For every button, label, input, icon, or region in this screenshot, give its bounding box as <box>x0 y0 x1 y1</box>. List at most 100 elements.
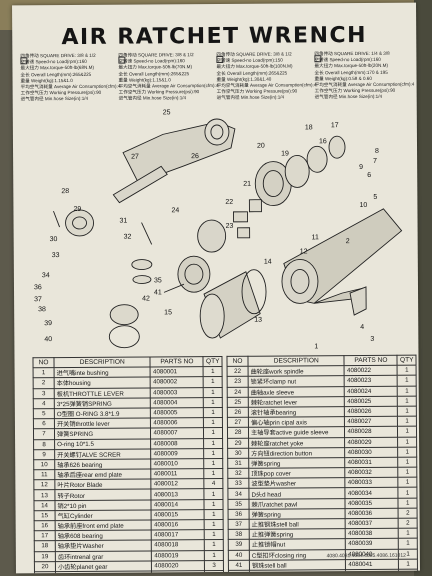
part-qty: 2 <box>398 507 418 519</box>
part-description: 轴承垫片Washer <box>55 540 152 552</box>
part-number-index: 30 <box>227 447 249 459</box>
spec-line: 进气管内径 Min.hose Size(in):1/4 <box>20 96 89 102</box>
checkbox-square-icon <box>314 55 322 63</box>
diagram-part-label: 23 <box>226 223 234 230</box>
part-description: 滚针轴承bearing <box>248 406 345 418</box>
part-code: 4080021 <box>151 570 205 574</box>
part-number-index: 17 <box>34 530 56 542</box>
part-qty: 1 <box>204 519 224 530</box>
part-code: 4080028 <box>344 426 398 438</box>
part-description: D头d head <box>248 488 346 499</box>
diagram-part-label: 33 <box>52 252 60 259</box>
part-description: 棘轮ratchet lever <box>248 396 345 408</box>
part-description: 钢珠stell ball <box>249 569 346 574</box>
diagram-part-label: 2 <box>346 238 350 245</box>
part-qty: 1 <box>204 448 223 459</box>
part-number-index: 7 <box>33 428 55 440</box>
part-description: 齿轮销Pin <box>55 570 152 574</box>
spec-line: 进气管内径 Min.hose Size(in):1/4 <box>216 94 285 101</box>
part-code: 4080003 <box>150 387 204 398</box>
diagram-part-label: 20 <box>257 143 265 150</box>
part-code: 4080022 <box>344 365 398 376</box>
part-number-index: 16 <box>34 520 56 531</box>
part-number-index: 6 <box>33 418 55 430</box>
diagram-part-label: 25 <box>163 109 171 116</box>
part-number-index: 23 <box>227 376 249 387</box>
part-description: 棘轮座ratchet yoke <box>248 437 346 448</box>
diagram-part-label: 37 <box>34 296 42 303</box>
part-description: 轴承前座front emd plate <box>55 519 152 531</box>
part-qty: 3 <box>204 570 224 574</box>
diagram-part-label: 11 <box>312 234 319 241</box>
part-description: 顶珠pop cover <box>248 467 346 479</box>
part-number-index: 37 <box>228 519 250 530</box>
part-qty: 1 <box>204 509 224 520</box>
part-qty: 1 <box>397 385 417 396</box>
diagram-part-label: 32 <box>124 234 132 241</box>
diagram-part-label: 18 <box>305 124 313 131</box>
part-code: 4080004 <box>150 397 204 408</box>
spec-line: 进气管内径 Min.hose Size(in):1/4 <box>118 95 187 102</box>
diagram-part-label: 5 <box>373 194 377 201</box>
part-number-index: 8 <box>33 439 55 450</box>
part-description: 销2*10 pin <box>54 499 152 511</box>
part-code: 4080037 <box>345 518 399 529</box>
diagram-part-label: 42 <box>142 295 150 302</box>
part-number-index: 32 <box>227 468 249 479</box>
part-code: 4080016 <box>151 519 205 531</box>
part-description: 止推锁帽nut <box>249 538 346 550</box>
part-qty: 1 <box>204 468 223 479</box>
diagram-part-label: 39 <box>44 320 52 327</box>
spec-line: 进气管内径 Min.hose Size(in):1/4 <box>314 94 383 100</box>
part-description: O型圈 O-RING 3.8*1.9 <box>54 407 151 419</box>
part-code: 4080019 <box>151 550 205 561</box>
part-code: 4080012 <box>151 478 205 490</box>
checkbox-square-icon <box>20 57 28 65</box>
part-code: 4080031 <box>345 457 399 468</box>
part-number-index: 12 <box>33 479 55 491</box>
part-number-index: 29 <box>227 437 249 449</box>
part-code: 4080023 <box>344 375 398 387</box>
yoke-ring <box>65 209 94 237</box>
part-code: 4080013 <box>151 489 205 500</box>
part-description: 锁紧环clamp nut <box>248 375 345 387</box>
part-description: 主轴导套active guide sleeve <box>248 426 345 438</box>
part-qty: 1 <box>203 387 223 398</box>
part-number-index: 21 <box>34 571 56 574</box>
part-qty: 1 <box>203 397 223 408</box>
part-code: 4080011 <box>151 468 205 480</box>
diagram-part-label: 4 <box>360 324 364 331</box>
part-qty: 1 <box>204 539 224 551</box>
part-qty: 1 <box>203 437 223 449</box>
part-number-index: 24 <box>227 386 249 398</box>
part-description: 开关销throttle lever <box>54 418 151 429</box>
part-code: 4080029 <box>344 436 399 448</box>
part-qty: 1 <box>398 487 417 498</box>
part-code: 4080038 <box>345 528 399 539</box>
part-code: 4080042 <box>345 569 399 574</box>
header-description: DESCRIPTION <box>247 355 345 367</box>
diagram-part-label: 27 <box>131 154 139 161</box>
part-code: 4080002 <box>150 376 204 388</box>
diagram-part-label: 40 <box>44 336 52 343</box>
part-number-index: 35 <box>227 498 250 510</box>
part-code: 4080010 <box>151 458 205 470</box>
part-code: 4080032 <box>345 467 399 478</box>
diagram-part-label: 24 <box>171 207 179 214</box>
part-qty: 1 <box>398 477 417 488</box>
part-description: 棘爪ratchet pawl <box>248 498 346 510</box>
part-code: 4080036 <box>345 508 399 519</box>
part-code: 4080024 <box>344 385 398 397</box>
part-description: 3*25弹簧销SPRING <box>54 397 151 409</box>
part-description: 止推钢珠stell ball <box>249 518 346 530</box>
part-description: 曲轮座work spindle <box>248 365 345 377</box>
part-description: 本体housing <box>54 377 151 389</box>
part-code: 4080008 <box>150 438 205 449</box>
part-qty: 1 <box>397 365 417 376</box>
part-code: 4080026 <box>344 406 398 417</box>
part-number-index: 4 <box>33 398 55 409</box>
header-qty: QTY <box>397 355 417 366</box>
part-number-index: 27 <box>227 417 249 428</box>
